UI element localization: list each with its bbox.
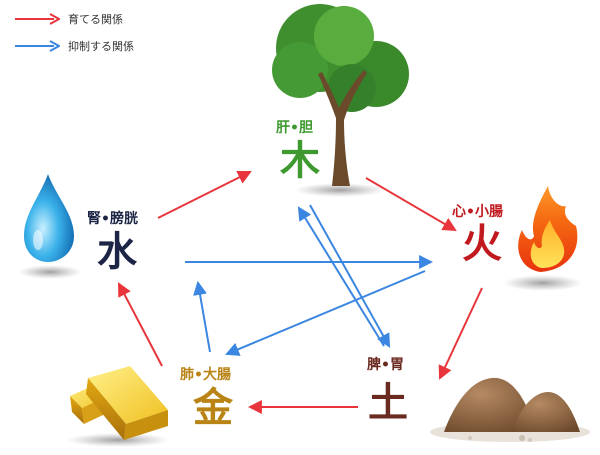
arrow-wood-to-earth (309, 204, 391, 348)
arrow-earth-to-water (297, 206, 385, 347)
legend-controlling-label: 抑制する関係 (68, 40, 134, 53)
tree-icon (272, 4, 409, 197)
legend-controlling: 抑制する関係 (14, 37, 134, 55)
arrow-fire-to-metal (225, 270, 426, 356)
water-element-label: 水 (97, 228, 137, 275)
earth-organs-label: 脾•胃 (367, 357, 404, 373)
arrow-water-to-wood (157, 171, 252, 219)
metal-element-label: 金 (193, 384, 233, 431)
flame-icon (503, 186, 583, 291)
water-drop-icon (18, 174, 82, 279)
arrow-metal-to-wood (193, 280, 211, 353)
wood-organs-label: 肝•胆 (276, 120, 313, 136)
red-arrow-icon (15, 13, 60, 25)
gold-bars-icon (66, 366, 170, 447)
arrow-fire-to-earth (438, 287, 483, 380)
controlling-arrows (185, 204, 434, 356)
arrow-wood-to-fire (365, 177, 457, 232)
soil-mound-icon (430, 377, 590, 442)
legend-generating-label: 育てる関係 (68, 13, 123, 26)
legend-generating: 育てる関係 (14, 10, 123, 28)
fire-organs-label: 心•小腸 (452, 204, 503, 220)
generating-arrows (118, 171, 483, 414)
water-organs-label: 腎•膀胱 (87, 211, 138, 227)
earth-element-label: 土 (368, 379, 408, 426)
metal-organs-label: 肺•大腸 (180, 367, 231, 383)
wood-element-label: 木 (280, 137, 320, 184)
blue-arrow-icon (15, 40, 60, 52)
fire-element-label: 火 (462, 220, 502, 267)
arrow-metal-to-water (118, 282, 163, 367)
